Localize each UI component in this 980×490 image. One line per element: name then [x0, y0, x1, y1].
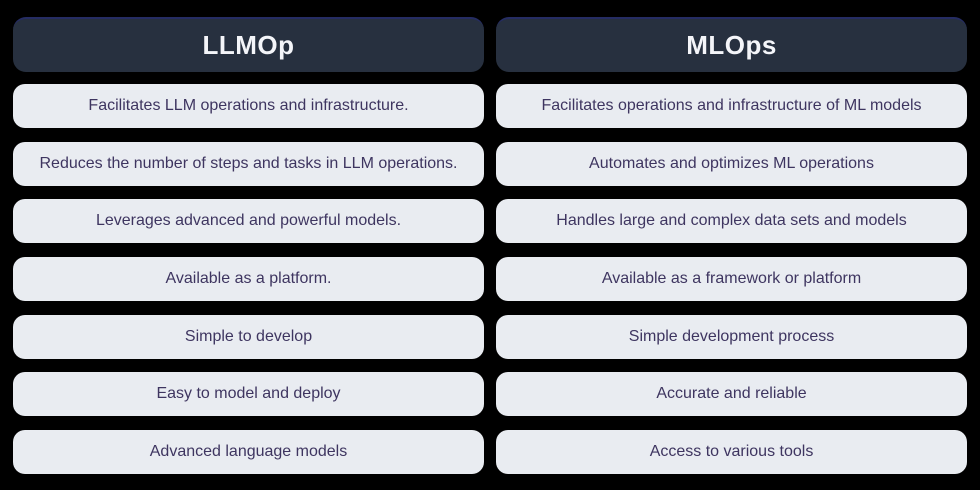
table-row: Advanced language models [13, 430, 484, 475]
row-text: Leverages advanced and powerful models. [95, 212, 402, 230]
table-row: Automates and optimizes ML operations [496, 141, 967, 186]
row-text: Automates and optimizes ML operations [589, 154, 874, 172]
column-header-mlops: MLOps [496, 17, 967, 72]
row-text: Handles large and complex data sets and … [556, 212, 907, 230]
column-header-llmop: LLMOp [13, 17, 484, 72]
row-text: Facilitates operations and infrastructur… [541, 97, 922, 114]
table-row: Accurate and reliable [496, 372, 967, 417]
table-row: Reduces the number of steps and tasks in… [13, 141, 484, 186]
rows-mlops: Facilitates operations and infrastructur… [496, 84, 967, 475]
column-llmop: LLMOp Facilitates LLM operations and inf… [13, 17, 484, 490]
table-row: Handles large and complex data sets and … [496, 199, 967, 244]
row-text: Simple to develop [184, 327, 313, 345]
row-text: Available as a framework or platform [601, 270, 862, 288]
rows-llmop: Facilitates LLM operations and infrastru… [13, 84, 484, 475]
row-text: Reduces the number of steps and tasks in… [39, 154, 458, 172]
row-text: Available as a platform. [165, 270, 332, 288]
table-row: Facilitates LLM operations and infrastru… [13, 84, 484, 128]
table-row: Available as a framework or platform [496, 257, 967, 302]
row-text: Facilitates LLM operations and infrastru… [88, 97, 409, 114]
row-text: Advanced language models [149, 443, 348, 461]
row-text: Accurate and reliable [656, 385, 807, 403]
table-row: Simple to develop [13, 314, 484, 359]
table-row: Access to various tools [496, 430, 967, 475]
table-row: Facilitates operations and infrastructur… [496, 84, 967, 128]
table-row: Simple development process [496, 314, 967, 359]
table-row: Available as a platform. [13, 257, 484, 302]
row-text: Simple development process [628, 327, 835, 345]
column-mlops: MLOps Facilitates operations and infrast… [496, 17, 967, 490]
column-title-llmop: LLMOp [202, 30, 295, 60]
column-title-mlops: MLOps [686, 30, 777, 60]
table-row: Leverages advanced and powerful models. [13, 199, 484, 244]
row-text: Access to various tools [649, 443, 814, 461]
row-text: Easy to model and deploy [156, 385, 341, 403]
table-row: Easy to model and deploy [13, 372, 484, 417]
